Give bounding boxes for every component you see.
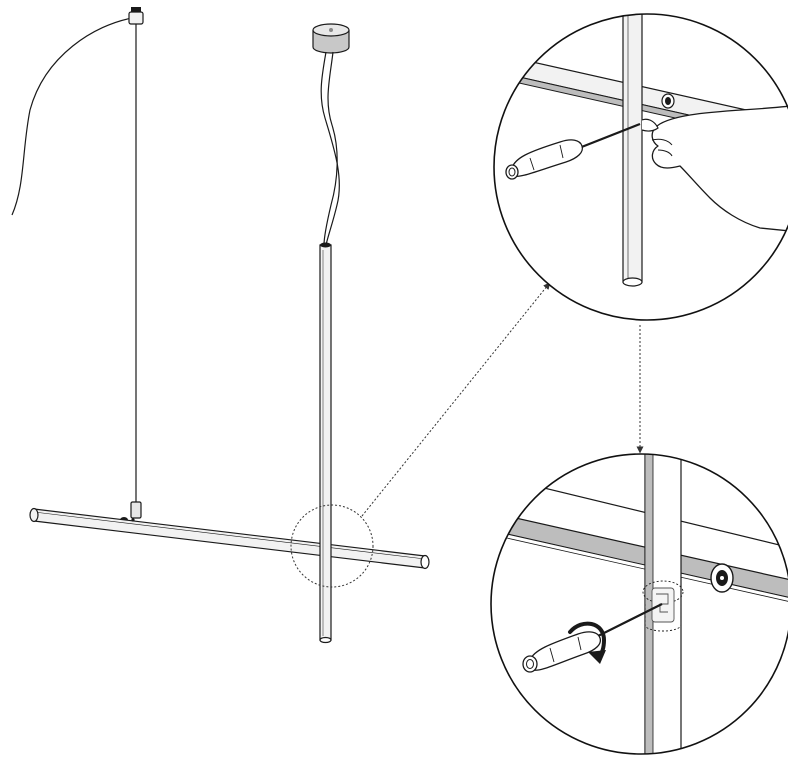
detail-callout-circle: [290, 504, 374, 588]
bar-fixing-point: [120, 517, 128, 520]
bar-end-cap-right: [420, 554, 430, 570]
ceiling-canopy-icon: [312, 23, 350, 54]
left-pendant: [11, 7, 144, 519]
horizontal-light-bar: [29, 507, 430, 570]
screwdriver-icon: [522, 603, 663, 673]
tube-top-cap: [320, 242, 331, 248]
vertical-tube: [319, 244, 332, 641]
hand-icon: [651, 104, 788, 233]
bar-end-cap-left: [29, 507, 39, 523]
screw-icon: [710, 563, 734, 593]
tube-bottom-cap: [319, 636, 332, 644]
power-cable: [11, 17, 133, 216]
detail-view-step-2: [490, 453, 788, 755]
callout-leader-line-top: [361, 282, 551, 517]
supply-cable-2: [323, 51, 338, 246]
right-pendant: [312, 23, 350, 644]
tube-detail: [622, 14, 643, 283]
wire-gripper: [130, 501, 142, 519]
screwdriver-icon: [505, 122, 641, 180]
ceiling-anchor-icon: [128, 7, 144, 25]
screw-icon: [661, 93, 675, 109]
supply-cable-1: [320, 51, 340, 246]
detail-view-step-1: [493, 13, 788, 321]
clockwise-arrow-icon: [568, 621, 607, 664]
